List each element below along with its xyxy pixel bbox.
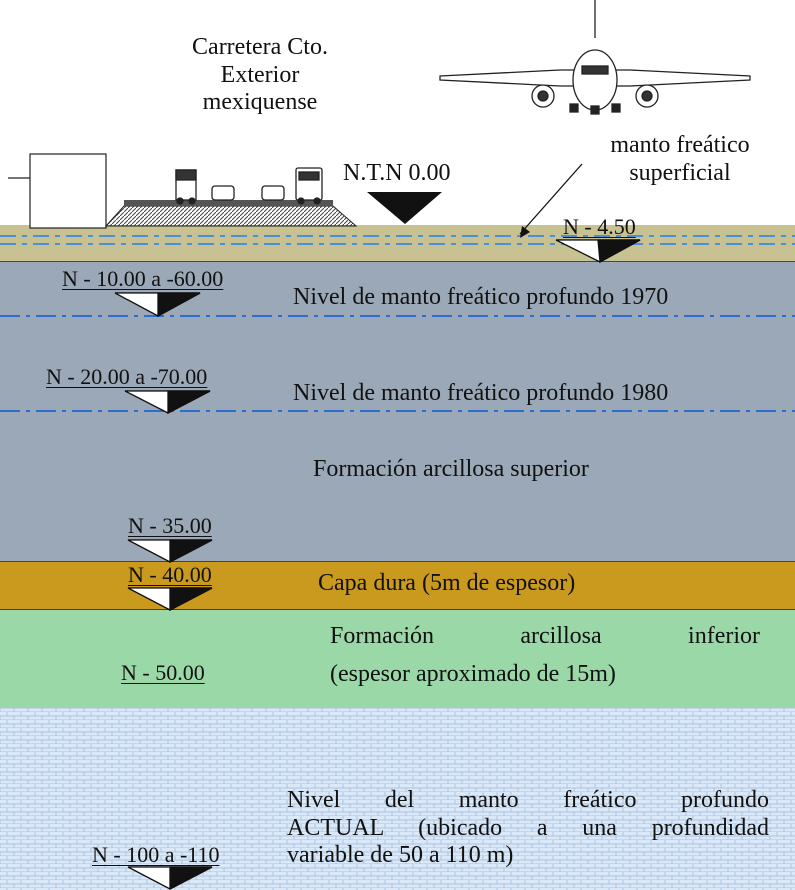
current-water-table-label: Nivel del manto freático profundo ACTUAL… <box>287 787 769 870</box>
hard-layer-level: N - 40.00 <box>128 562 212 587</box>
shallow-water-label-line-1: manto freático <box>610 132 750 158</box>
ntn-marker-icon <box>367 192 442 224</box>
level-markers <box>114 239 641 890</box>
hard-layer-label: Capa dura (5m de espesor) <box>318 570 576 596</box>
ntn-label: N.T.N 0.00 <box>343 160 451 186</box>
water-table-1980-label: Nivel de manto freático profundo 1980 <box>293 380 669 406</box>
airplane-icon <box>439 0 751 115</box>
shallow-water-dashes <box>0 235 795 245</box>
hard-layer <box>0 562 795 610</box>
building <box>29 153 107 229</box>
lower-clay-label-word-1: Formación <box>330 623 434 649</box>
current-water-table-level: N - 100 a -110 <box>92 842 220 867</box>
current-water-table-line-1: Nivel del manto freático profundo <box>287 787 769 815</box>
water-table-1970-level: N - 10.00 a -60.00 <box>62 266 224 291</box>
upper-clay-bottom-level: N - 35.00 <box>128 513 212 538</box>
road-label: Carretera Cto. Exterior mexiquense <box>160 34 360 117</box>
shallow-water-level: N - 4.50 <box>563 214 636 239</box>
level-marker-icon <box>127 587 213 612</box>
level-marker-icon <box>555 239 641 264</box>
level-marker-icon <box>127 866 213 890</box>
current-water-table-line-1-text: Nivel del manto freático profundo <box>287 787 769 813</box>
current-water-table-line-2-text: ACTUAL (ubicado a una profundidad <box>287 814 769 841</box>
shallow-water-leader <box>519 163 583 235</box>
shallow-water-label: manto freático superficial <box>580 132 780 187</box>
lower-clay-note: (espesor aproximado de 15m) <box>330 661 616 687</box>
level-marker-icon <box>124 390 211 415</box>
shallow-water-label-line-2: superficial <box>629 159 731 186</box>
lower-clay-label-word-3: inferior <box>688 623 760 649</box>
level-marker-icon <box>127 539 213 564</box>
vehicles-icon <box>175 167 323 205</box>
lower-clay-level: N - 50.00 <box>121 660 205 685</box>
upper-clay-label: Formación arcillosa superior <box>313 456 589 482</box>
lower-clay-label: Formación arcillosa inferior <box>330 623 760 651</box>
lower-clay-label-word-2: arcillosa <box>520 623 602 649</box>
road-label-line-1: Carretera Cto. <box>192 34 328 60</box>
level-marker-icon <box>114 292 201 318</box>
water-table-1970-label: Nivel de manto freático profundo 1970 <box>293 284 669 310</box>
current-water-table-line-2: ACTUAL (ubicado a una profundidad <box>287 815 769 843</box>
road-label-line-3: mexiquense <box>202 89 318 116</box>
deep-aquifer-layer <box>0 708 795 890</box>
road-embankment <box>104 200 358 227</box>
lower-clay-layer <box>0 610 795 708</box>
current-water-table-line-3: variable de 50 a 110 m) <box>287 842 514 869</box>
water-table-1980-level: N - 20.00 a -70.00 <box>46 364 208 389</box>
road-label-line-2: Exterior <box>220 61 300 88</box>
